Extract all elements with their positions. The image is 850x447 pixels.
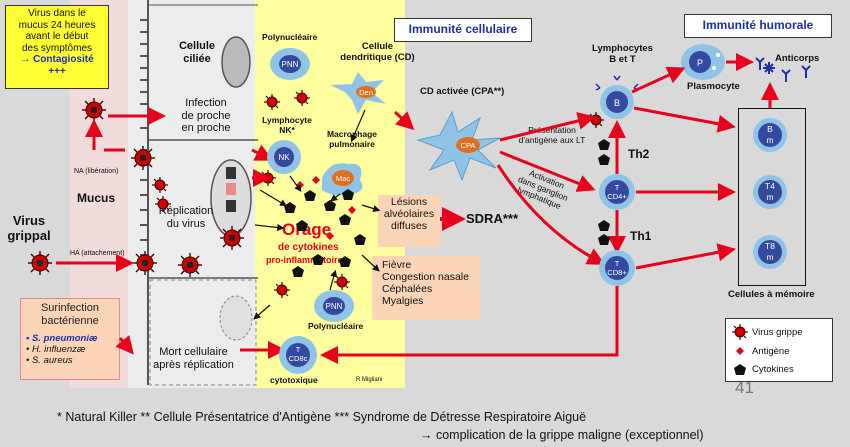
virus-icon xyxy=(27,250,53,276)
memory-zone xyxy=(738,108,806,286)
legend-antigene-icon xyxy=(736,347,744,355)
mac-tag: Mac xyxy=(336,174,350,183)
dendritic-cell: Den xyxy=(330,72,386,114)
legend-cytokine-icon xyxy=(734,364,746,375)
memoire-label: Cellules à mémoire xyxy=(728,289,815,300)
page-number: 41 xyxy=(735,378,754,397)
lesions-box xyxy=(378,195,440,247)
surinfection-box xyxy=(20,298,120,380)
svg-text:CPA: CPA xyxy=(461,141,476,150)
polynucleaire-top-label: Polynucléaire xyxy=(262,32,318,42)
polynucleaire-bottom-label: Polynucléaire xyxy=(308,321,364,331)
replication-label: Réplication du virus xyxy=(158,205,214,230)
lesions-label: Lésions alvéolaires diffuses xyxy=(383,196,435,233)
b-tag: B xyxy=(614,98,620,108)
mort-label: Mort cellulaire après réplication xyxy=(153,346,234,371)
credit-label: R Migliani xyxy=(356,377,383,383)
contagiosity-text: Virus dans le mucus 24 heures avant le d… xyxy=(18,8,96,77)
footnote-line2: → complication de la grippe maligne (exc… xyxy=(420,428,704,442)
orage-sub1: de cytokines xyxy=(278,242,339,253)
legend-cytokines: Cytokines xyxy=(752,364,794,375)
cd-activee-label: CD activée (CPA**) xyxy=(420,86,505,97)
p-tag: P xyxy=(697,58,703,68)
surinfection-list: • S. pneumoniæ • H. influenzæ • S. aureu… xyxy=(26,333,98,366)
virus-icon xyxy=(587,111,605,129)
virus-icon xyxy=(81,97,107,123)
cellulaire-header-box xyxy=(394,18,532,42)
orage-label: Orage xyxy=(282,220,332,239)
surinfection-title: Surinfection bactérienne xyxy=(40,302,100,327)
virus-icon xyxy=(293,89,311,107)
nk-tag: NK xyxy=(278,153,290,162)
svg-text:T: T xyxy=(615,259,620,268)
svg-text:T: T xyxy=(615,183,620,192)
th1-label: Th1 xyxy=(630,229,652,243)
virus-icon xyxy=(154,195,172,213)
antibody-star-icon xyxy=(763,62,775,74)
legend-antigene: Antigène xyxy=(752,346,790,357)
legend-virus: Virus grippe xyxy=(752,327,803,338)
cytotoxique-label: cytotoxique xyxy=(270,375,318,385)
humorale-header-box xyxy=(684,14,832,38)
anticorps-icon xyxy=(755,57,811,82)
svg-text:Den: Den xyxy=(359,88,373,97)
humorale-header: Immunité humorale xyxy=(702,18,814,32)
svg-text:m: m xyxy=(766,252,773,262)
cpa-cell: CPA xyxy=(416,110,501,182)
virus-icon xyxy=(130,145,156,171)
symptoms-box xyxy=(372,256,480,320)
mucus-label: Mucus xyxy=(77,191,116,205)
contagiosity-box xyxy=(5,5,109,89)
th2-label: Th2 xyxy=(628,147,650,161)
virus-icon xyxy=(151,176,169,194)
lymphocytes-bt-label: Lymphocytes B et T xyxy=(592,43,653,65)
pnn-bottom-tag: PNN xyxy=(326,302,343,311)
virus-icon xyxy=(263,93,281,111)
plasmocyte-label: Plasmocyte xyxy=(687,81,740,92)
cellule-dendritique-label: Cellule dendritique (CD) xyxy=(340,41,415,63)
svg-text:m: m xyxy=(766,192,773,202)
cellule-ciliee-label: Cellule ciliée xyxy=(178,40,216,65)
virus-icon xyxy=(132,250,158,276)
orage-sub2: pro-inflammatoires xyxy=(266,255,348,265)
cellulaire-header: Immunité cellulaire xyxy=(408,22,518,36)
footnote-line1: * Natural Killer ** Cellule Présentatric… xyxy=(57,410,587,424)
virus-label: Virus grippal xyxy=(7,213,51,243)
nk-label: Lymphocyte NK* xyxy=(262,115,312,135)
macrophage-label: Macrophage pulmonaire xyxy=(326,129,378,149)
sdra-label: SDRA*** xyxy=(466,211,519,226)
pnn-top-tag: PNN xyxy=(282,60,299,69)
na-label: NA (libération) xyxy=(74,168,119,175)
svg-text:T: T xyxy=(296,345,301,354)
anticorps-label: Anticorps xyxy=(775,53,820,64)
svg-text:T8: T8 xyxy=(765,241,775,251)
virus-icon xyxy=(273,281,291,299)
svg-text:m: m xyxy=(766,135,773,145)
virus-icon xyxy=(333,273,351,291)
symptoms-list: Fièvre Congestion nasale Céphalées Myalg… xyxy=(382,259,469,308)
svg-text:CD4+: CD4+ xyxy=(607,192,627,201)
virus-icon xyxy=(219,225,245,251)
svg-text:CD8+: CD8+ xyxy=(607,268,627,277)
epithelium xyxy=(140,0,258,386)
ha-label: HA (attachement) xyxy=(70,250,125,257)
legend-virus-icon xyxy=(731,323,749,341)
presentation-label: Présentation d'antigène aux LT xyxy=(518,125,586,145)
infection-label: Infection de proche en proche xyxy=(181,97,231,135)
svg-text:B: B xyxy=(767,124,773,134)
svg-text:CD8c: CD8c xyxy=(289,354,308,363)
svg-text:T4: T4 xyxy=(765,181,775,191)
virus-icon xyxy=(177,252,203,278)
